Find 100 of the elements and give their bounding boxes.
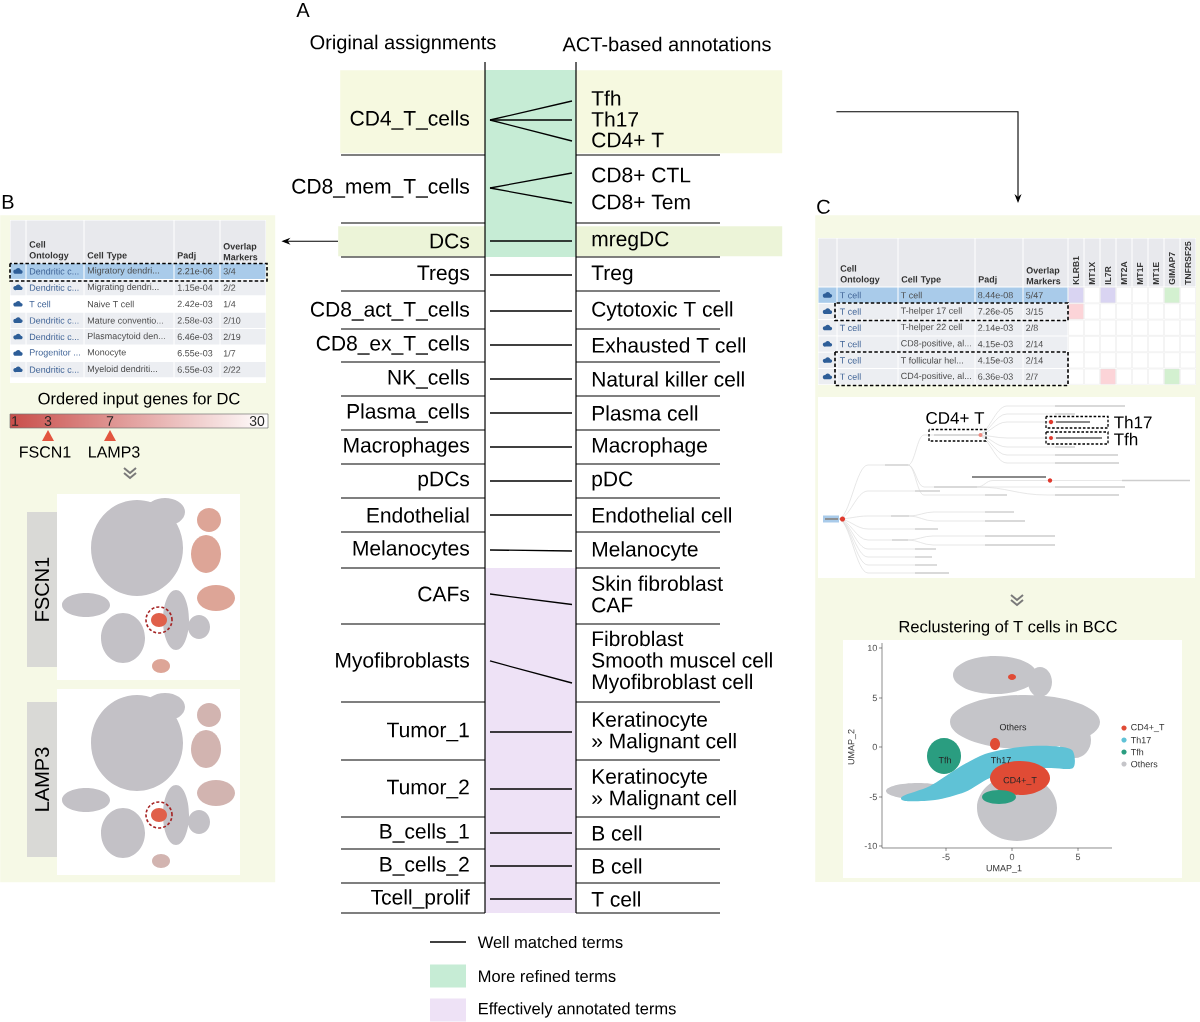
term-label: Macrophage xyxy=(592,437,707,457)
term-label: B_cells_1 xyxy=(380,823,469,843)
legend-text: Effectively annotated terms xyxy=(479,1002,676,1018)
term-label: Plasma cell xyxy=(592,405,698,421)
annotation-label: Th17 xyxy=(1114,415,1152,429)
term-label: Plasma_cells xyxy=(347,403,469,423)
connector-line xyxy=(489,119,573,121)
table-cell: 2.42e-03 xyxy=(177,300,213,308)
term-label: DCs xyxy=(430,233,470,249)
term-label: mregDC xyxy=(592,231,669,251)
column-header: Cell Type xyxy=(84,220,174,263)
table-cell: Migratory dendri... xyxy=(84,263,174,279)
term-label: NK_cells xyxy=(388,369,470,389)
term-label: Keratinocyte » Malignant cell xyxy=(592,711,736,753)
legend-text: More refined terms xyxy=(479,969,616,983)
term-label: CAFs xyxy=(418,586,470,602)
table-cell: 6.55e-03 xyxy=(177,350,213,357)
term-label: Melanocytes xyxy=(353,540,470,560)
table-cell: 6.46e-03 xyxy=(174,329,220,345)
term-label: Skin fibroblast CAF xyxy=(592,575,723,613)
table-cell: 6.36e-03 xyxy=(975,369,1023,385)
table-cell: 2/7 xyxy=(1023,369,1068,385)
table-cell: Plasmacytoid den... xyxy=(84,329,174,345)
connector-line xyxy=(489,172,573,189)
connector-line xyxy=(489,446,573,448)
term-label: T cell xyxy=(591,891,640,907)
scale-number: 7 xyxy=(106,416,114,426)
connector-line xyxy=(489,187,573,204)
table-cell: 2/14 xyxy=(1023,336,1068,352)
term-label: Endothelial xyxy=(367,507,469,523)
arrow xyxy=(835,111,1022,203)
connector-line xyxy=(489,788,573,790)
connector-line xyxy=(489,310,573,312)
scale-number: 30 xyxy=(249,416,265,426)
table-cell: T cell xyxy=(898,287,975,303)
term-label: Endothelial cell xyxy=(592,507,731,523)
column-header: Cell Type xyxy=(898,238,975,287)
term-label: CD8_mem_T_cells xyxy=(292,178,469,198)
term-label: CD4_T_cells xyxy=(350,110,469,130)
connector-line xyxy=(489,344,573,346)
term-label: B_cells_2 xyxy=(380,856,469,876)
connector-line xyxy=(489,274,573,276)
term-label: pDCs xyxy=(418,471,470,491)
connector-line xyxy=(489,412,573,414)
term-label: CD8+ Tem xyxy=(592,194,690,210)
term-label: Tregs xyxy=(417,265,470,285)
term-label: B cell xyxy=(592,825,642,841)
term-label: Tcell_prolif xyxy=(371,889,470,909)
connector-line xyxy=(489,480,573,482)
chart-title: Reclustering of T cells in BCC xyxy=(899,620,1117,636)
term-label: Treg xyxy=(591,265,633,285)
column-header: Padj xyxy=(975,238,1023,287)
column-header: Padj xyxy=(174,220,220,263)
label-tab: FSCN1 xyxy=(27,512,57,667)
term-label: CD8_act_T_cells xyxy=(310,301,469,321)
scale-number: 3 xyxy=(44,416,52,426)
term-label: CD4+ T xyxy=(592,132,664,148)
connector-line xyxy=(489,865,573,867)
term-label: CD8+ CTL xyxy=(592,167,691,183)
panel-letter: A xyxy=(296,3,310,17)
table-cell: Monocyte xyxy=(87,349,126,358)
connector-line xyxy=(489,898,573,900)
term-label: Melanocyte xyxy=(592,541,698,561)
table-cell: 5/47 xyxy=(1023,287,1068,303)
table-cell: CD4-positive, al... xyxy=(898,369,975,385)
connector-line xyxy=(489,549,573,552)
term-label: Keratinocyte » Malignant cell xyxy=(592,768,736,810)
term-label: B cell xyxy=(592,858,642,874)
column-heading: Original assignments xyxy=(310,34,496,54)
annotation-label: CD4+ T xyxy=(926,412,985,424)
term-label: Tumor_2 xyxy=(387,779,469,799)
term-label: pDC xyxy=(592,471,633,491)
table-cell: 1/4 xyxy=(223,300,236,308)
connector-line xyxy=(489,240,573,242)
term-label: CD8_ex_T_cells xyxy=(316,335,469,355)
connector-line xyxy=(489,593,573,606)
table-cell: 2/19 xyxy=(220,329,266,345)
label-tab: LAMP3 xyxy=(27,702,57,857)
table-cell: CD8-positive, al... xyxy=(898,336,975,352)
table-cell: 1/7 xyxy=(223,349,236,357)
term-label: Fibroblast Smooth muscel cell Myofibroblast cell xyxy=(592,630,772,694)
connector-line xyxy=(489,731,573,733)
scale-number: 1 xyxy=(12,416,19,426)
gene-label: FSCN1 xyxy=(20,446,71,458)
column-heading: ACT-based annotations xyxy=(562,36,771,52)
term-label: Tfh xyxy=(591,90,621,106)
connector-line xyxy=(489,119,573,142)
term-label: Cytotoxic T cell xyxy=(592,301,733,321)
table-cell: 4.15e-03 xyxy=(975,336,1023,352)
connector-line xyxy=(489,514,573,516)
term-label: Macrophages xyxy=(344,437,469,457)
term-label: Th17 xyxy=(591,111,638,127)
table-cell: 8.44e-08 xyxy=(975,287,1023,303)
table-cell: T cell xyxy=(29,300,51,308)
connector-line xyxy=(489,378,573,380)
column-header: Overlap Markers xyxy=(220,220,266,263)
term-label: Tumor_1 xyxy=(387,722,469,742)
term-label: Myofibroblasts xyxy=(336,652,470,672)
legend-text: Well matched terms xyxy=(477,935,623,949)
term-label: Natural killer cell xyxy=(592,371,744,387)
